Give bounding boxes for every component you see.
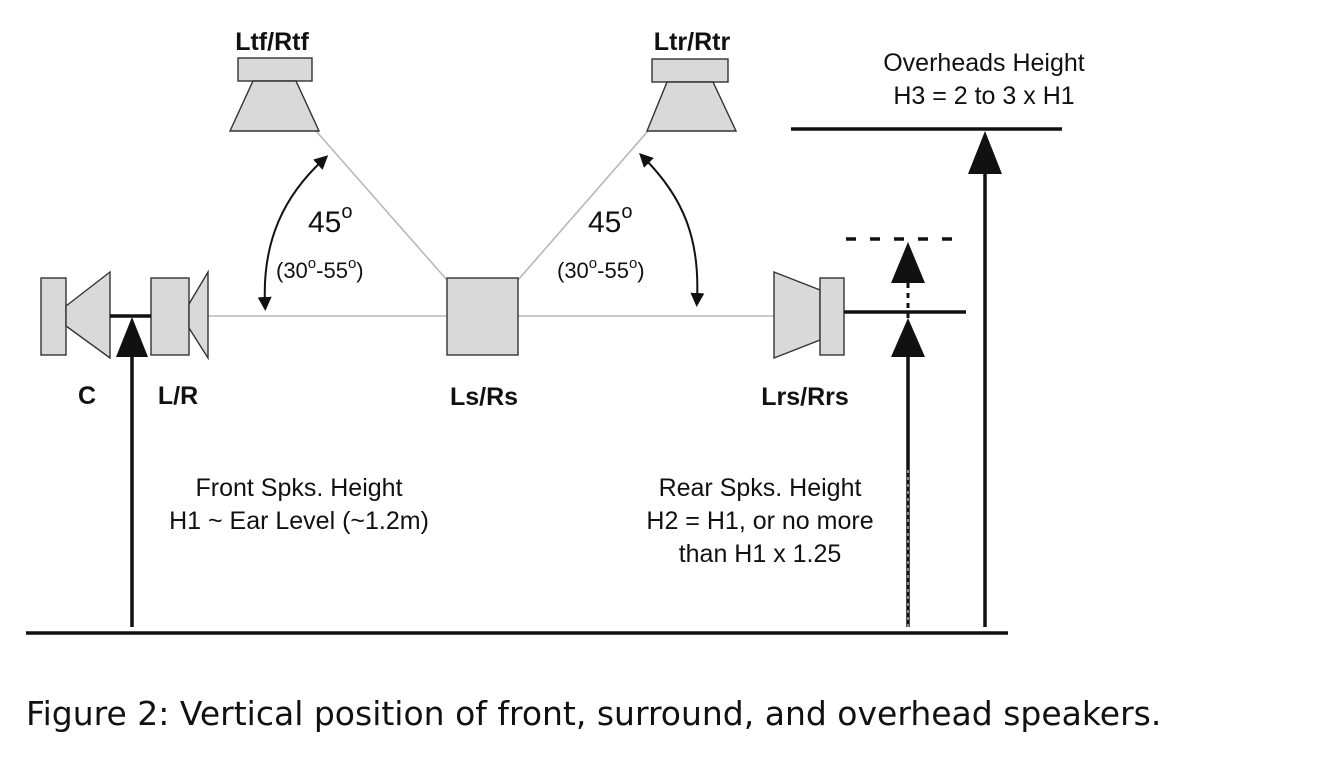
rear-surround-speaker (773, 270, 845, 360)
svg-text:H1 ~ Ear Level (~1.2m): H1 ~ Ear Level (~1.2m) (169, 507, 429, 535)
figure-caption: Figure 2: Vertical position of front, su… (26, 694, 1162, 733)
svg-text:H2 = H1, or no more: H2 = H1, or no more (646, 507, 873, 535)
label-rear-surround: Lrs/Rrs (761, 383, 849, 411)
rear-angle-arc (639, 153, 705, 307)
top-rear-speaker (645, 58, 738, 132)
side-surround-speaker (446, 277, 519, 356)
svg-text:than H1 x 1.25: than H1 x 1.25 (679, 540, 842, 568)
label-top-rear: Ltr/Rtr (654, 28, 731, 56)
front-elevation-line (315, 130, 448, 281)
front-height-note: Front Spks. Height H1 ~ Ear Level (~1.2m… (169, 474, 429, 535)
rear-angle-value: 45o (588, 201, 633, 239)
overheads-height-note: Overheads Height H3 = 2 to 3 x H1 (883, 49, 1085, 110)
rear-height-arrowhead (891, 318, 925, 357)
rear-limit-arrowhead (891, 242, 925, 283)
front-angle-value: 45o (308, 201, 353, 239)
top-front-speaker (228, 57, 321, 132)
front-angle-arc (257, 155, 329, 311)
sight-lines (208, 130, 774, 317)
overheads-height-arrowhead (968, 131, 1002, 174)
svg-text:Rear Spks. Height: Rear Spks. Height (659, 474, 862, 502)
label-top-front: Ltf/Rtf (235, 28, 309, 56)
rear-angle-range: (30o-55o) (557, 255, 645, 283)
front-height-arrowhead (116, 317, 148, 357)
svg-text:Overheads Height: Overheads Height (883, 49, 1085, 77)
front-lr-speaker (150, 269, 209, 361)
label-front-lr: L/R (158, 382, 198, 410)
svg-text:Front Spks. Height: Front Spks. Height (195, 474, 402, 502)
rear-elevation-line (517, 130, 649, 281)
label-center: C (78, 382, 96, 410)
front-angle-range: (30o-55o) (276, 255, 364, 283)
label-side-surround: Ls/Rs (450, 383, 518, 411)
svg-text:H3 = 2 to 3 x H1: H3 = 2 to 3 x H1 (893, 82, 1074, 110)
center-speaker (40, 270, 111, 360)
rear-height-note: Rear Spks. Height H2 = H1, or no more th… (646, 474, 873, 568)
